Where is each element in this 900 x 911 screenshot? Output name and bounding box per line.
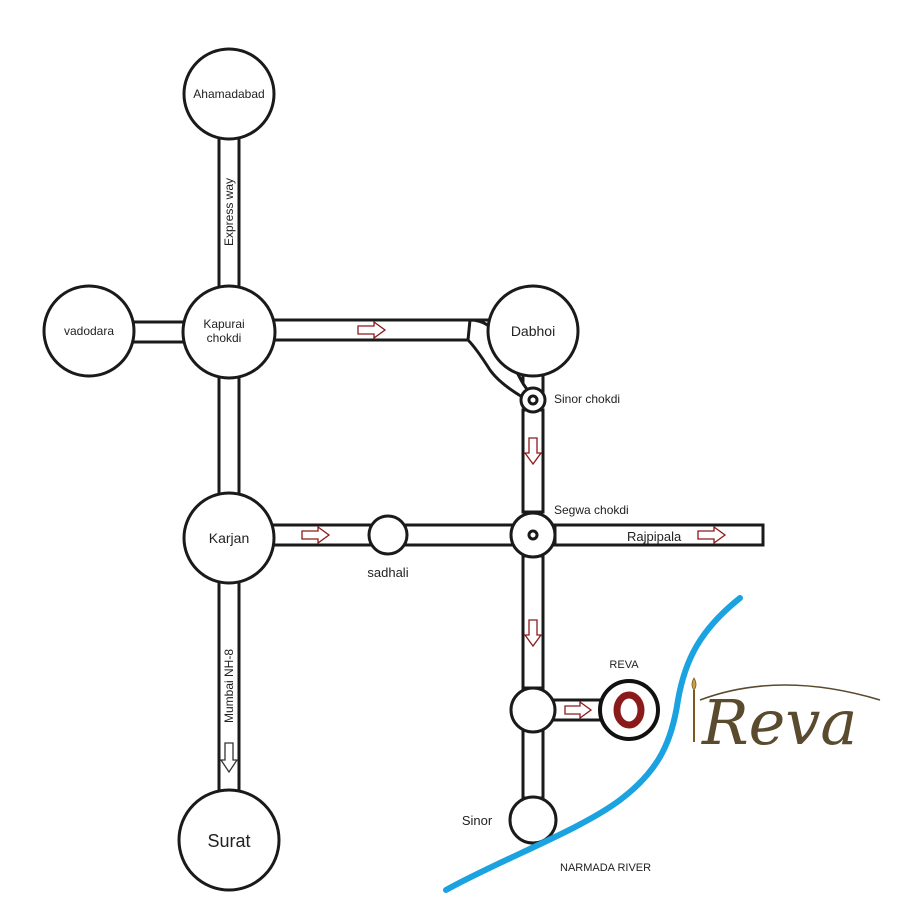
arrow-down-icon <box>219 742 239 774</box>
express-way-label: Express way <box>222 178 236 246</box>
reva-marker-ring <box>613 691 645 729</box>
arrow-down-icon <box>523 437 543 466</box>
kapurai-label-line1: Kapurai <box>203 317 244 331</box>
sadhali-label: sadhali <box>367 565 408 580</box>
karjan-label: Karjan <box>209 530 249 546</box>
segwa-chokdi-label: Segwa chokdi <box>554 503 629 517</box>
arrow-down-icon <box>523 619 543 648</box>
dabhoi-label: Dabhoi <box>511 323 555 339</box>
karjan-node[interactable] <box>182 491 276 585</box>
junction-sinor-road <box>521 728 545 800</box>
reva-logo: Reva <box>691 677 881 759</box>
surat-label: Surat <box>207 831 250 851</box>
arrow-right-icon <box>357 320 387 340</box>
kapurai-karjan-road <box>217 368 241 504</box>
sadhali-node[interactable] <box>367 514 409 556</box>
sinor-node[interactable] <box>508 795 558 845</box>
vadodara-label: vadodara <box>64 324 114 338</box>
lamp-stem <box>693 690 695 742</box>
vadodara-node[interactable] <box>42 284 136 378</box>
ahamadabad-node[interactable] <box>182 47 276 141</box>
logo-swash <box>699 684 881 701</box>
reva-label: REVA <box>609 659 639 671</box>
segwa-inner-ring <box>527 529 539 541</box>
kapurai-label-line2: chokdi <box>207 331 242 345</box>
rajpipala-label: Rajpipala <box>627 529 682 544</box>
surat-node[interactable] <box>177 788 281 892</box>
arrow-right-icon <box>301 525 331 545</box>
mumbai-nh8-label: Mumbai NH-8 <box>222 649 236 723</box>
dabhoi-node[interactable] <box>486 284 580 378</box>
sinor-label: Sinor <box>462 813 493 828</box>
arrow-right-icon <box>564 700 593 720</box>
narmada-river <box>443 595 743 893</box>
reva-logo-text: Reva <box>701 686 857 759</box>
lamp-icon <box>691 677 697 691</box>
reva-junction-node[interactable] <box>509 686 557 734</box>
river-label: NARMADA RIVER <box>560 862 651 874</box>
ahamadabad-label: Ahamadabad <box>193 87 264 101</box>
sinor-chokdi-inner-ring <box>527 394 539 406</box>
kapurai-chokdi-node[interactable] <box>181 284 277 380</box>
sinor-chokdi-label: Sinor chokdi <box>554 392 620 406</box>
arrow-right-icon <box>697 525 727 545</box>
